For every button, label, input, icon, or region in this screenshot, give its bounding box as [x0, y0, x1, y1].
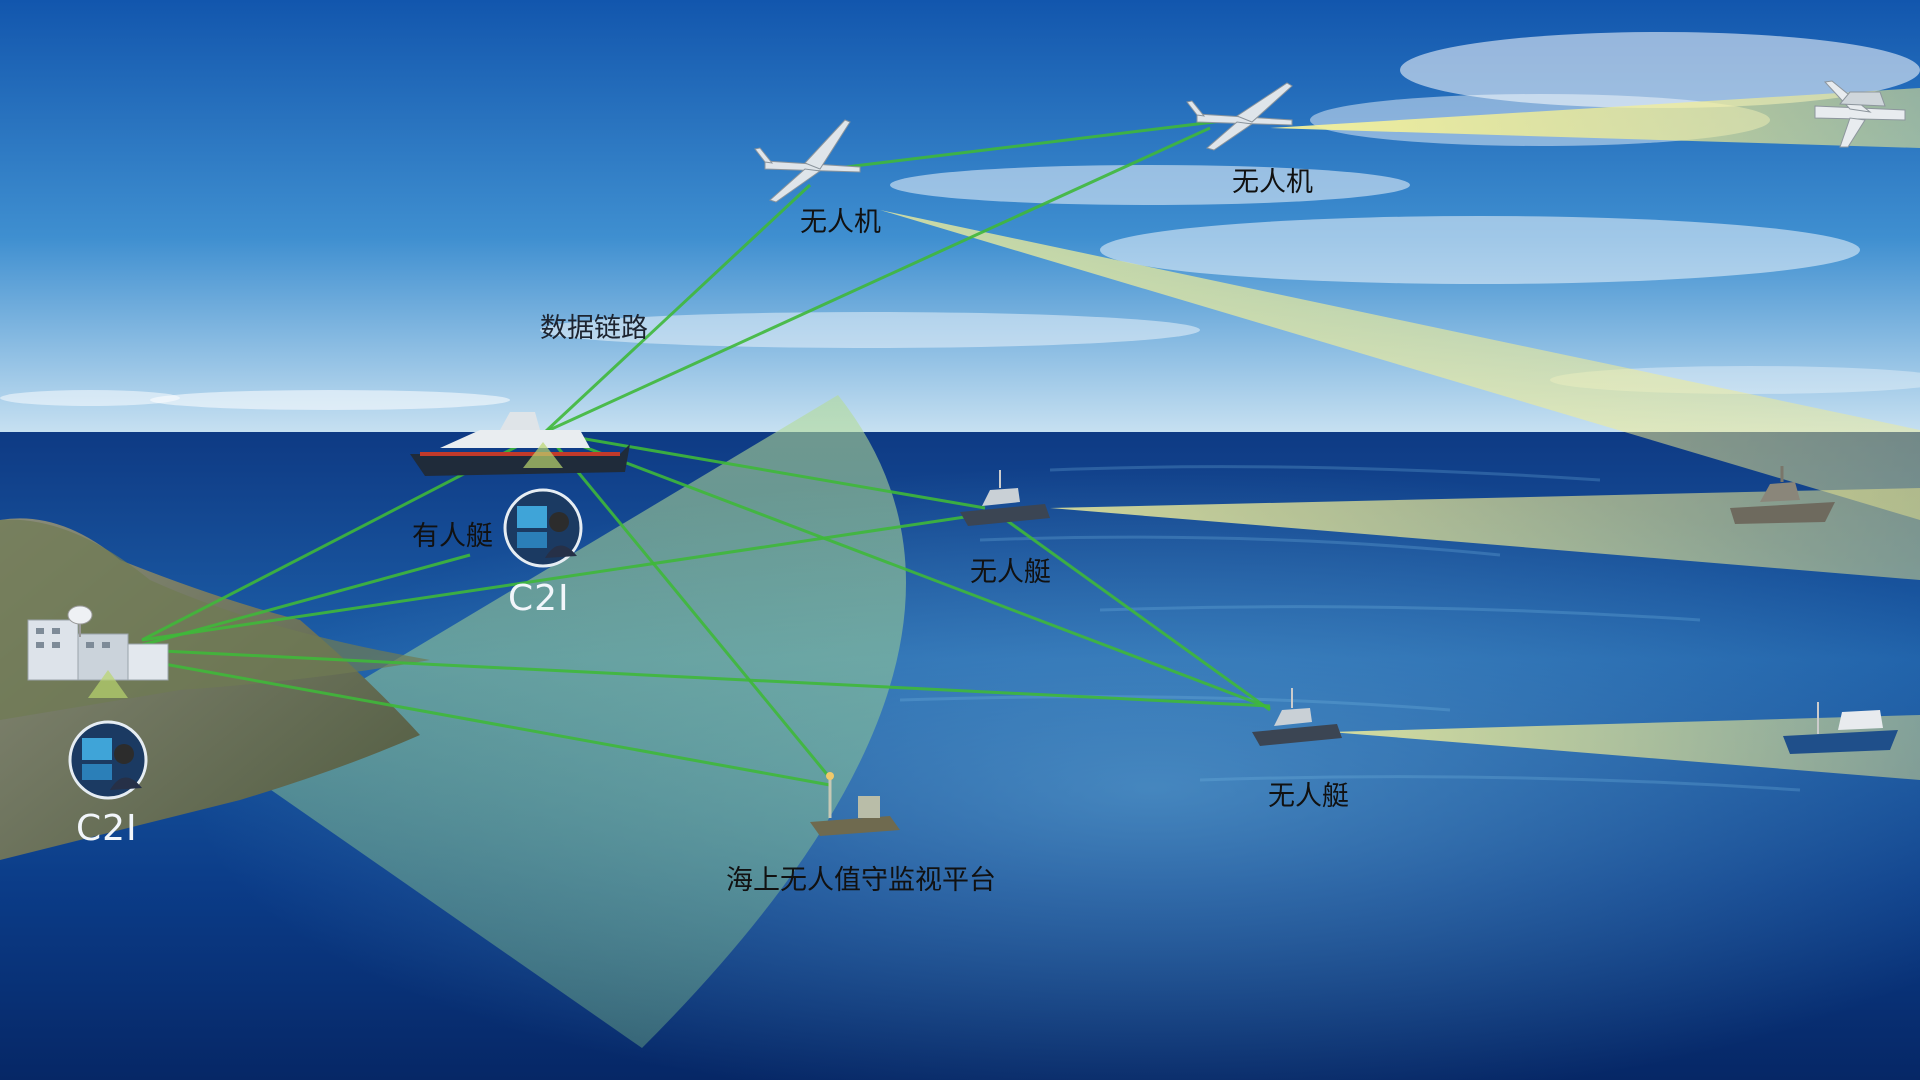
sensor-beam-usv-upper [1050, 488, 1920, 580]
uav-icon [1814, 80, 1906, 148]
data-link-lines [141, 118, 1271, 787]
label-uav-left: 无人机 [800, 207, 881, 238]
shore-station-icon [27, 619, 169, 681]
fishing-ship-icon [1783, 702, 1898, 754]
label-c2i-boat: C2I [508, 578, 570, 619]
label-uav-right: 无人机 [1232, 167, 1313, 198]
sensor-beam-uav-right [1270, 88, 1920, 148]
manned-boat-icon [410, 412, 630, 476]
platform-icon [810, 772, 900, 836]
sensor-beam-uav-left [880, 210, 1920, 520]
usv-icon [960, 470, 1050, 526]
operator-portrait-icon [68, 670, 148, 800]
usv-icon [1252, 688, 1342, 746]
label-c2i-shore: C2I [76, 808, 138, 849]
uav-icon [754, 119, 861, 203]
label-data-link: 数据链路 [540, 313, 648, 344]
label-usv-upper: 无人艇 [970, 557, 1051, 588]
uav-icon [1186, 82, 1293, 151]
satellite-dish-icon [67, 605, 93, 637]
label-platform: 海上无人值守监视平台 [726, 865, 996, 896]
sea-waves [899, 465, 1801, 792]
label-usv-lower: 无人艇 [1268, 781, 1349, 812]
label-manned-boat: 有人艇 [412, 521, 493, 552]
operator-portrait-icon [503, 442, 583, 568]
sonar-coverage-fan [228, 395, 907, 1048]
warship-icon [1730, 466, 1835, 524]
sensor-beam-usv-lower [1330, 715, 1920, 780]
